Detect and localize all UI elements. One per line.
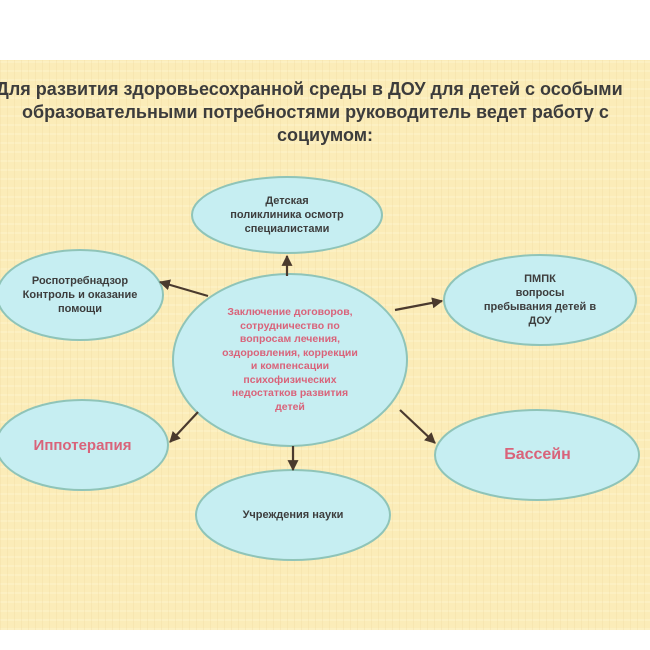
pmpk-line-2: вопросы xyxy=(515,287,565,299)
polyclinic-line-1: Детская xyxy=(265,195,309,207)
node-polyclinic: Детская поликлиника осмотр специалистами xyxy=(197,186,377,244)
ellipse-pmpk xyxy=(443,254,637,346)
title-line-2: образовательными потребностями руководит… xyxy=(22,102,609,122)
rospotrebnadzor-line-3: помощи xyxy=(58,303,102,315)
node-rospotrebnadzor: Роспотребнадзор Контроль и оказание помо… xyxy=(0,265,160,325)
ellipse-hippotherapy xyxy=(0,399,169,491)
arrow-to-rospotrebnadzor xyxy=(158,279,209,298)
rospotrebnadzor-line-2: Контроль и оказание xyxy=(22,289,138,301)
pmpk-line-4: ДОУ xyxy=(528,315,552,327)
polyclinic-line-3: специалистами xyxy=(244,223,330,235)
node-pool: Бассейн xyxy=(440,440,635,470)
node-hippotherapy: Иппотерапия xyxy=(0,430,165,460)
pool-label: Бассейн xyxy=(504,446,571,463)
center-line-2: сотрудничество по xyxy=(240,319,340,332)
ellipse-rospotrebnadzor xyxy=(0,249,164,341)
polyclinic-line-2: поликлиника осмотр xyxy=(230,209,344,221)
center-line-8: детей xyxy=(275,400,305,413)
hippotherapy-label: Иппотерапия xyxy=(33,436,132,454)
center-line-7: недостатков развития xyxy=(231,387,349,399)
science-label: Учреждения науки xyxy=(242,509,344,521)
node-science: Учреждения науки xyxy=(200,505,386,525)
title-line-3: социумом: xyxy=(276,125,374,145)
ellipse-pool xyxy=(434,409,640,501)
center-line-5: и компенсации xyxy=(250,360,330,372)
pmpk-line-1: ПМПК xyxy=(524,273,556,285)
arrow-to-pmpk xyxy=(394,297,444,312)
center-line-4: оздоровления, коррекции xyxy=(222,346,358,359)
node-center: Заключение договоров, сотрудничество по … xyxy=(185,290,395,430)
title-line-1: Для развития здоровьесохранной среды в Д… xyxy=(0,79,623,99)
arrow-to-pool xyxy=(399,409,436,444)
center-line-3: вопросам лечения, xyxy=(239,333,341,345)
ellipse-center xyxy=(172,273,408,447)
center-line-1: Заключение договоров, xyxy=(227,306,353,318)
arrow-to-hippotherapy xyxy=(169,411,199,443)
node-pmpk: ПМПК вопросы пребывания детей в ДОУ xyxy=(450,265,630,335)
rospotrebnadzor-line-1: Роспотребнадзор xyxy=(31,275,129,287)
pmpk-line-3: пребывания детей в xyxy=(483,301,597,313)
center-line-6: психофизических xyxy=(243,373,337,386)
ellipse-polyclinic xyxy=(191,176,383,254)
